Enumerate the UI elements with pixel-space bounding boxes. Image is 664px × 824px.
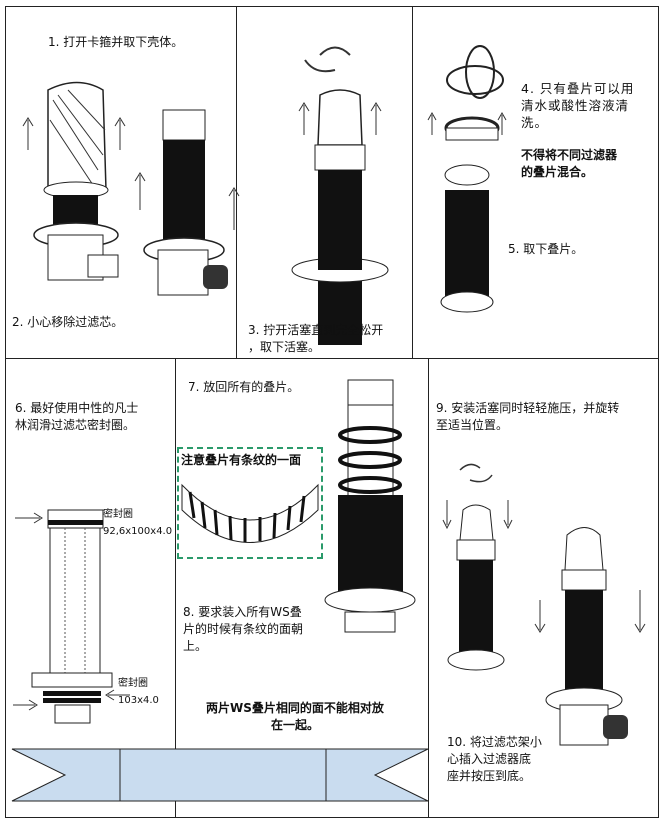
step-4-warning: 不得将不同过滤器 的叠片混合。 bbox=[521, 148, 618, 179]
instruction-frame bbox=[5, 6, 659, 818]
seal-bottom-size: 103x4.0 bbox=[118, 695, 159, 706]
step-10-text: 10. 将过滤芯架小 心插入过滤器底 座并按压到底。 bbox=[447, 735, 542, 783]
disc-stack-illustration bbox=[324, 379, 416, 633]
step-7-text: 7. 放回所有的叠片。 bbox=[188, 380, 300, 394]
seal-bottom-label: 密封圈 bbox=[118, 678, 148, 689]
step-8-text: 8. 要求装入所有WS叠 片的时候有条纹的面朝 上。 bbox=[183, 605, 304, 653]
seal-diagram-illustration bbox=[13, 509, 130, 724]
column-divider bbox=[236, 6, 237, 358]
step-1-text: 1. 打开卡箍并取下壳体。 bbox=[48, 35, 184, 49]
blank-ribbon-banner bbox=[11, 748, 429, 802]
column-divider bbox=[412, 6, 413, 358]
step-8-warning: 两片WS叠片相同的面不能相对放 在一起。 bbox=[206, 701, 384, 732]
step-4-text: 4. 只有叠片可以用 清水或酸性溶液清 洗。 bbox=[521, 81, 635, 130]
step-6-text: 6. 最好使用中性的凡士 林润滑过滤芯密封圈。 bbox=[15, 401, 139, 432]
disc-stripes-note-box bbox=[177, 447, 323, 559]
seal-top-size: 92,6x100x4.0 bbox=[103, 526, 173, 537]
step-2-text: 2. 小心移除过滤芯。 bbox=[12, 315, 124, 329]
seal-top-label: 密封圈 bbox=[103, 509, 133, 520]
step-5-text: 5. 取下叠片。 bbox=[508, 242, 584, 256]
column-divider bbox=[175, 358, 176, 818]
step-9-text: 9. 安装活塞同时轻轻施压，并旋转 至适当位置。 bbox=[436, 401, 620, 432]
step-7-note: 注意叠片有条纹的一面 bbox=[181, 453, 302, 467]
step-3-text: 3. 拧开活塞直到完全松开 ，取下活塞。 bbox=[248, 323, 384, 354]
piston-installation-illustration bbox=[442, 463, 646, 746]
filter-housing-illustration bbox=[22, 81, 240, 296]
discs-removal-illustration bbox=[427, 45, 507, 313]
piston-removal-illustration bbox=[291, 46, 389, 345]
disc-stripes-illustration bbox=[181, 483, 319, 543]
row-divider bbox=[5, 358, 659, 359]
column-divider bbox=[428, 358, 429, 818]
